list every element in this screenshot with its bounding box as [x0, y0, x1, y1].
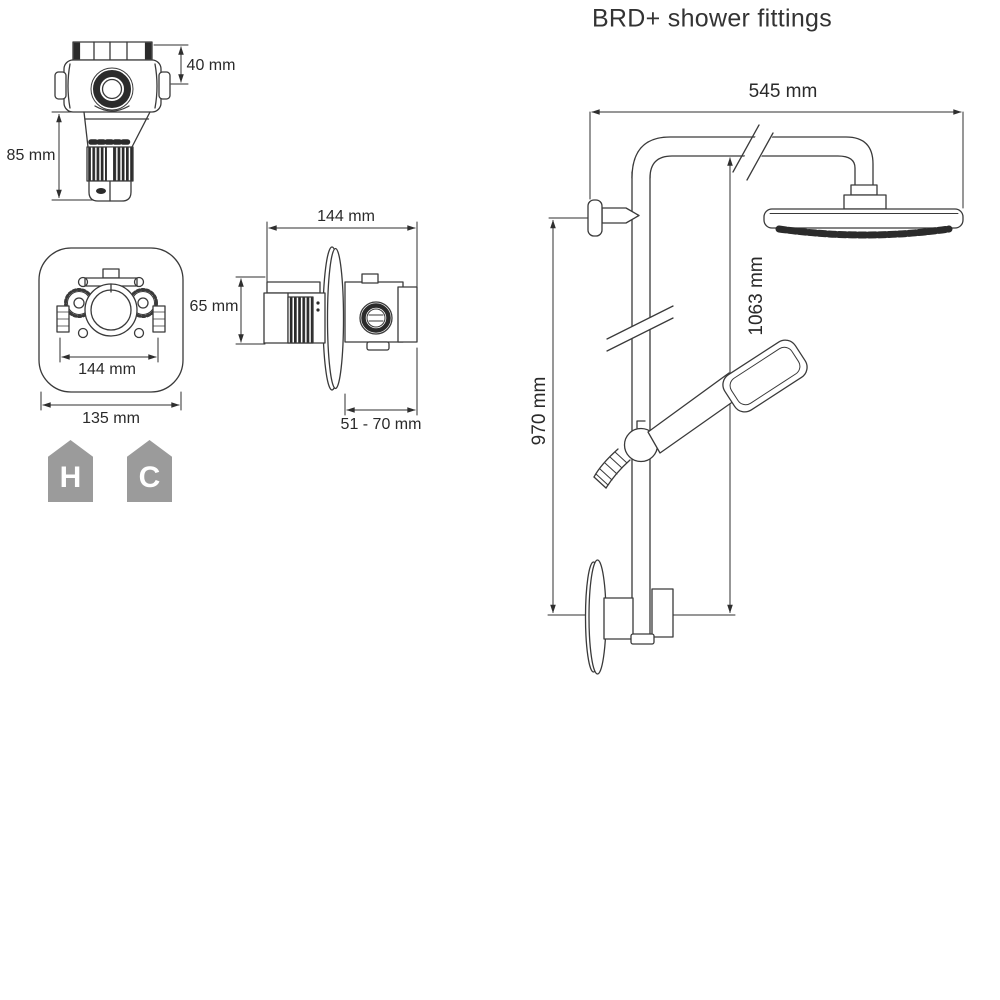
page-title: BRD+ shower fittings [591, 4, 833, 33]
dim-label-arm-reach: 545 mm [748, 81, 818, 102]
dim-label-valve-top-width: 40 mm [186, 57, 236, 74]
hot-water-letter: H [59, 461, 82, 494]
dim-label-valve-side-width: 144 mm [317, 208, 375, 225]
cold-water-letter: C [138, 461, 161, 494]
dim-label-valve-side-depth: 51 - 70 mm [340, 416, 422, 433]
dim-label-head-height: 1063 mm [746, 256, 767, 336]
dim-label-valve-face-width: 144 mm [78, 361, 136, 378]
dim-label-plate-width: 135 mm [82, 410, 140, 427]
valve-side-view-drawing [235, 221, 418, 416]
dim-label-rail-height: 970 mm [529, 376, 550, 446]
dim-label-valve-top-height: 85 mm [6, 147, 56, 164]
dim-label-valve-side-height: 65 mm [189, 298, 239, 315]
valve-top-dimensions [51, 44, 189, 201]
valve-face-dimensions [40, 337, 182, 411]
valve-side-dimensions [235, 221, 418, 416]
valve-face-view-drawing [38, 247, 184, 411]
valve-top-view-drawing [51, 41, 189, 202]
shower-rail-drawing [547, 109, 964, 675]
